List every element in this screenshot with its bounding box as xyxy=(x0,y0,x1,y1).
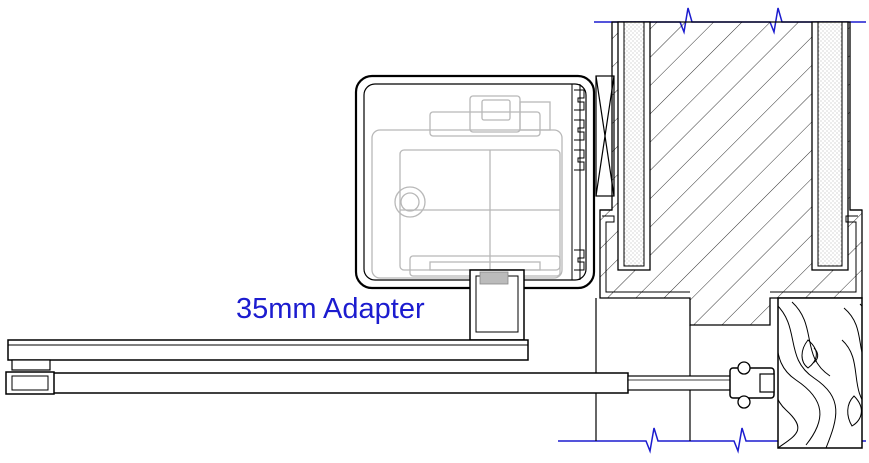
timber-door-leaf xyxy=(777,297,863,449)
frame-profile xyxy=(599,21,863,326)
closer-arm xyxy=(7,339,529,371)
adapter-label: 35mm Adapter xyxy=(236,293,425,325)
wall-jamb xyxy=(595,298,691,441)
arm-shoe xyxy=(729,361,775,409)
bottom-break-line xyxy=(558,427,866,454)
slide-arm xyxy=(5,371,739,395)
adapter-bracket xyxy=(469,269,525,341)
packer-block xyxy=(595,75,615,197)
